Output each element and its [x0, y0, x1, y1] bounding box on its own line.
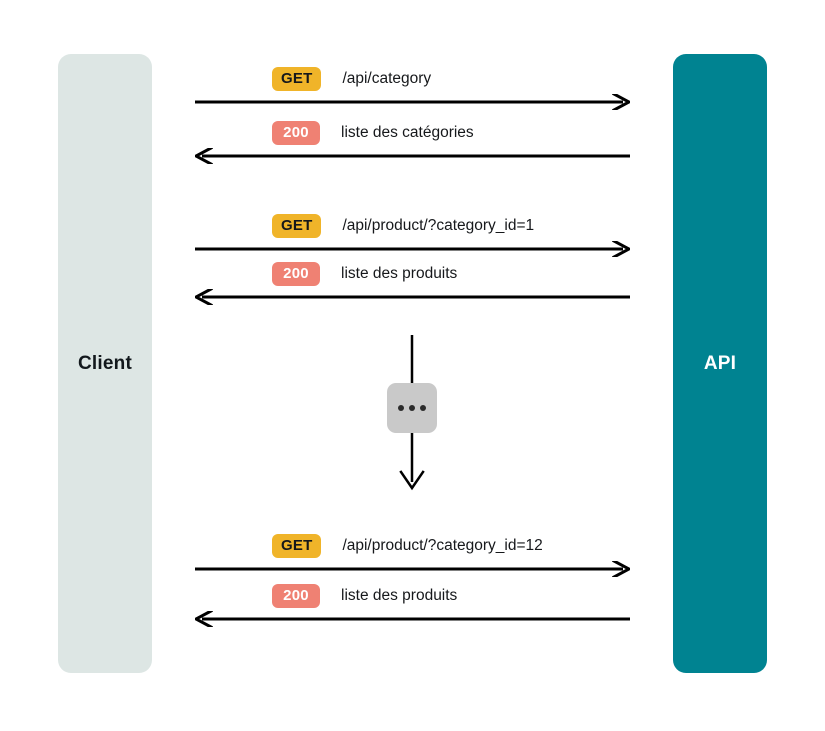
message-5-label: /api/product/?category_id=12 — [342, 537, 543, 555]
message-row-1: GET /api/category — [195, 64, 630, 110]
message-row-5: GET /api/product/?category_id=12 — [195, 531, 630, 577]
arrow-response-2 — [195, 148, 630, 164]
message-4-head: 200 liste des produits — [272, 259, 457, 289]
lifeline-api-label: API — [703, 353, 737, 374]
arrow-request-5 — [195, 561, 630, 577]
lifeline-client: Client — [58, 54, 152, 673]
message-6-label: liste des produits — [341, 587, 458, 605]
message-1-head: GET /api/category — [272, 64, 431, 94]
arrow-request-1 — [195, 94, 630, 110]
message-2-label: liste des catégories — [341, 124, 474, 142]
message-3-head: GET /api/product/?category_id=1 — [272, 211, 534, 241]
status-badge-200: 200 — [272, 584, 320, 608]
status-badge-200: 200 — [272, 121, 320, 145]
method-badge-get: GET — [272, 214, 322, 238]
message-3-label: /api/product/?category_id=1 — [342, 217, 535, 235]
arrow-response-4 — [195, 289, 630, 305]
arrow-request-3 — [195, 241, 630, 257]
message-4-label: liste des produits — [341, 265, 458, 283]
ellipsis-dot-icon — [398, 405, 404, 411]
ellipsis-dot-icon — [409, 405, 415, 411]
status-badge-200: 200 — [272, 262, 320, 286]
method-badge-get: GET — [272, 67, 322, 91]
message-row-6: 200 liste des produits — [195, 581, 630, 627]
message-row-4: 200 liste des produits — [195, 259, 630, 305]
lifeline-api: API — [673, 54, 767, 673]
arrow-response-6 — [195, 611, 630, 627]
message-5-head: GET /api/product/?category_id=12 — [272, 531, 543, 561]
ellipsis-box — [387, 383, 437, 433]
message-row-3: GET /api/product/?category_id=1 — [195, 211, 630, 257]
continuation-indicator — [366, 330, 458, 495]
message-1-label: /api/category — [342, 70, 432, 88]
ellipsis-dot-icon — [420, 405, 426, 411]
message-row-2: 200 liste des catégories — [195, 118, 630, 164]
message-6-head: 200 liste des produits — [272, 581, 457, 611]
message-2-head: 200 liste des catégories — [272, 118, 474, 148]
lifeline-client-label: Client — [78, 353, 132, 374]
method-badge-get: GET — [272, 534, 322, 558]
